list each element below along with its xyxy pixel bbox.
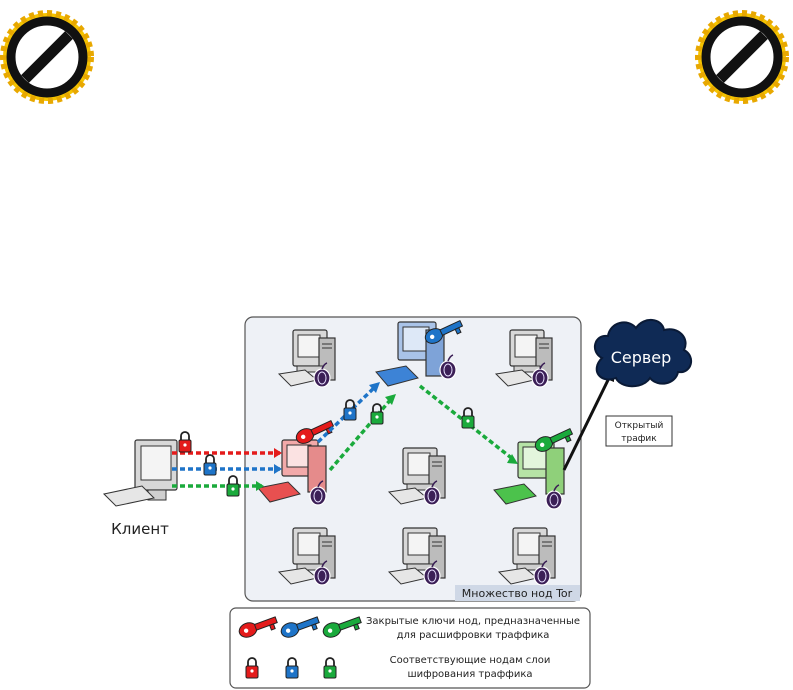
legend-locks-line1: Соответствующие нодам слои bbox=[390, 655, 551, 666]
client-label: Клиент bbox=[111, 520, 169, 538]
traffic-arrows-client-entry bbox=[172, 451, 280, 488]
server-label: Сервер bbox=[611, 348, 672, 367]
entry-node-red bbox=[257, 416, 337, 506]
no-entry-badge-icon bbox=[3, 13, 91, 101]
client-computer-icon bbox=[102, 439, 178, 507]
padlock-red-icon bbox=[178, 431, 192, 453]
open-traffic-line1: Открытый bbox=[615, 421, 664, 431]
legend-box bbox=[229, 607, 591, 689]
tor-network-label-bg bbox=[455, 585, 580, 601]
middle-node-blue bbox=[375, 316, 466, 387]
arrowhead bbox=[369, 382, 380, 393]
padlock-blue-icon bbox=[203, 454, 217, 476]
arrowhead bbox=[256, 481, 264, 491]
tor-network-label: Множество нод Tor bbox=[462, 587, 573, 600]
arrowhead bbox=[385, 394, 396, 405]
arrowhead bbox=[274, 448, 282, 458]
open-traffic-box bbox=[605, 415, 673, 447]
server-cloud-icon bbox=[593, 319, 693, 388]
padlock-green-icon bbox=[226, 475, 240, 497]
open-traffic-line2: трафик bbox=[621, 434, 657, 444]
legend-locks-line2: шифрования траффика bbox=[408, 669, 533, 680]
arrowhead bbox=[274, 464, 282, 474]
exit-node-green bbox=[493, 424, 576, 510]
legend-keys-line1: Закрытые ключи нод, предназначенные bbox=[366, 616, 580, 627]
no-entry-badge-icon bbox=[698, 13, 786, 101]
legend-keys-line2: для расшифровки траффика bbox=[397, 630, 550, 641]
open-traffic-line bbox=[562, 375, 612, 471]
arrowhead bbox=[507, 454, 518, 464]
